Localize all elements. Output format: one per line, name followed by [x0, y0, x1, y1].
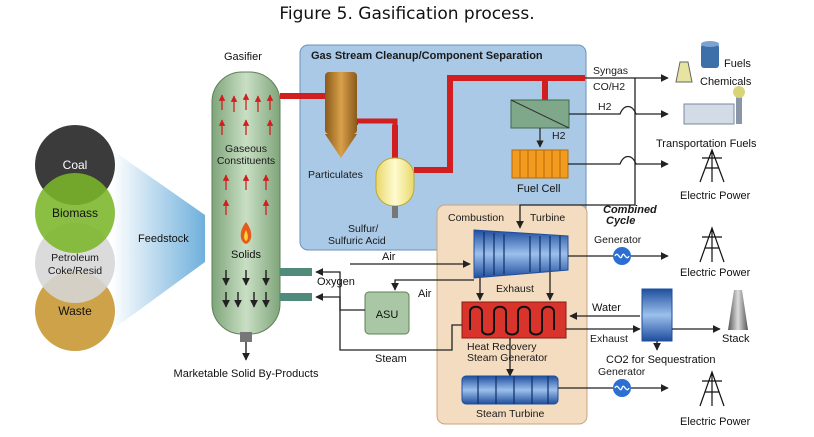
hrsg-label-2: Steam Generator [467, 352, 548, 364]
generator-label-1: Generator [594, 234, 642, 246]
generator-label-2: Generator [598, 366, 646, 378]
pipe-to-vessel [348, 118, 398, 158]
refinery-icon [683, 103, 735, 125]
gaseous-arrows [218, 93, 274, 215]
solids-label: Solids [231, 249, 261, 261]
h2-output-label: H2 [598, 101, 612, 113]
syngas-label: Syngas [593, 65, 628, 77]
feedstock-petroleum: Petroleum [51, 252, 99, 264]
feedstock-coke: Coke/Resid [48, 265, 102, 277]
figure-label: Figure 5. [279, 4, 353, 24]
gasifier-outlet [240, 332, 252, 342]
fuels-barrel-icon [701, 44, 719, 68]
gas-turbine [473, 229, 569, 279]
fuel-cell [511, 149, 569, 179]
hrsg-label-1: Heat Recovery [467, 341, 537, 353]
feedstock-coal: Coal [63, 158, 88, 172]
fuel-cell-power-arrow [568, 155, 669, 168]
feedstock-label: Feedstock [138, 233, 189, 245]
sulfur-vessel [375, 157, 415, 207]
pylon-icon-1 [699, 148, 725, 183]
electric-power-2: Electric Power [680, 267, 751, 279]
sulfur-label-2: Sulfuric Acid [328, 235, 386, 247]
feedstock-waste: Waste [58, 304, 92, 318]
oxygen-pipe [280, 268, 312, 276]
particulates-label: Particulates [308, 169, 363, 181]
combined-title-1: Combined [603, 204, 657, 216]
feedstock-biomass: Biomass [52, 206, 98, 220]
stack-icon [728, 290, 748, 330]
gaseous-label-2: Constituents [217, 155, 275, 167]
exhaust-label-1: Exhaust [496, 283, 534, 295]
combustion-label: Combustion [448, 212, 504, 224]
steam-return-arrow [315, 293, 462, 351]
feedstock-funnel [112, 150, 205, 330]
gaseous-label-1: Gaseous [225, 143, 267, 155]
particulates-separator [325, 72, 357, 134]
fuels-label: Fuels [724, 58, 751, 70]
co2-label: CO2 for Sequestration [606, 354, 715, 366]
chemicals-flask-icon [675, 61, 693, 83]
air-label-2: Air [418, 288, 432, 300]
exhaust-label-2: Exhaust [590, 333, 628, 345]
turbine-label: Turbine [530, 212, 565, 224]
cleanup-h2-label: H2 [552, 130, 566, 142]
air-to-asu-arrow [391, 279, 474, 291]
asu-label: ASU [376, 309, 399, 321]
oxygen-label: Oxygen [317, 276, 355, 288]
sulfur-label-1: Sulfur/ [348, 223, 378, 235]
transport-fuels-label: Transportation Fuels [656, 138, 757, 150]
pylon-icon-3 [699, 370, 725, 407]
co-h2-label: CO/H2 [593, 81, 625, 93]
h2-arrow [569, 105, 669, 118]
gasifier-vessel [211, 71, 281, 335]
co2-capture-unit [641, 288, 673, 342]
steam-pipe [280, 293, 312, 301]
syngas-to-combustion [516, 78, 636, 229]
combined-title-2: Cycle [606, 215, 635, 227]
water-label: Water [592, 302, 621, 314]
steam-turbine [461, 375, 559, 405]
asu-unit [364, 291, 410, 335]
gasifier-title: Gasifier [224, 51, 262, 63]
air-label-1: Air [382, 251, 396, 263]
solids-arrows [222, 270, 270, 308]
stack-label: Stack [722, 333, 750, 345]
figure-title: Figure 5. Gasification process. [0, 4, 814, 24]
steam-turbine-label: Steam Turbine [476, 408, 544, 420]
biomass-circle [35, 173, 115, 253]
electric-power-3: Electric Power [680, 416, 751, 428]
byproducts-label: Marketable Solid By-Products [174, 368, 319, 380]
pylon-icon-2 [699, 226, 725, 263]
chemicals-label: Chemicals [700, 76, 752, 88]
steam-label: Steam [375, 353, 407, 365]
fuel-cell-label: Fuel Cell [517, 183, 560, 195]
figure-caption: Gasification process. [358, 4, 535, 24]
electric-power-1: Electric Power [680, 190, 751, 202]
cleanup-title: Gas Stream Cleanup/Component Separation [311, 50, 543, 62]
